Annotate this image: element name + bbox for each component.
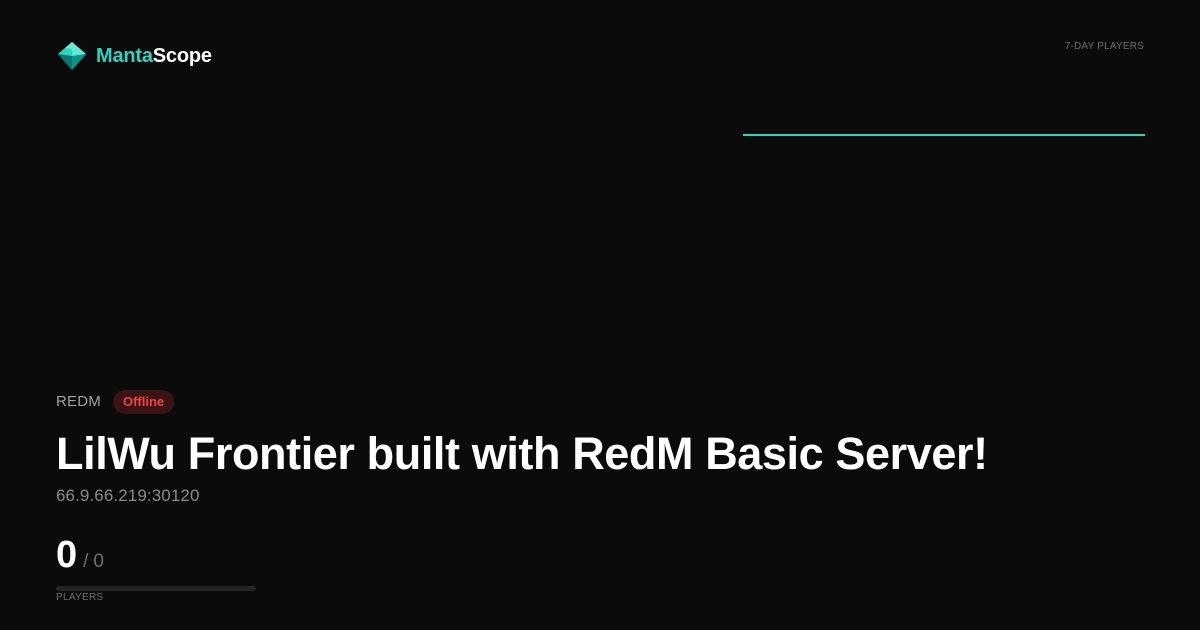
brand-name: MantaScope — [96, 45, 212, 68]
server-meta: REDM Offline — [56, 389, 175, 414]
brand[interactable]: MantaScope — [56, 40, 212, 72]
chart-title: 7-DAY PLAYERS — [1064, 41, 1144, 52]
player-count: 0 / 0 — [56, 534, 104, 576]
players-separator: / — [83, 551, 89, 572]
players-label: PLAYERS — [56, 592, 104, 603]
player-capacity-bar — [56, 586, 256, 591]
brand-name-part2: Scope — [152, 44, 212, 67]
server-title: LilWu Frontier built with RedM Basic Ser… — [56, 428, 988, 479]
status-badge: Offline — [112, 389, 175, 414]
manta-diamond-icon — [58, 42, 86, 70]
players-sparkline — [743, 120, 1145, 150]
players-current: 0 — [56, 534, 78, 576]
players-max: 0 — [93, 551, 104, 572]
server-address[interactable]: 66.9.66.219:30120 — [56, 486, 200, 505]
platform-label: REDM — [56, 393, 101, 410]
brand-name-part1: Manta — [96, 44, 153, 67]
